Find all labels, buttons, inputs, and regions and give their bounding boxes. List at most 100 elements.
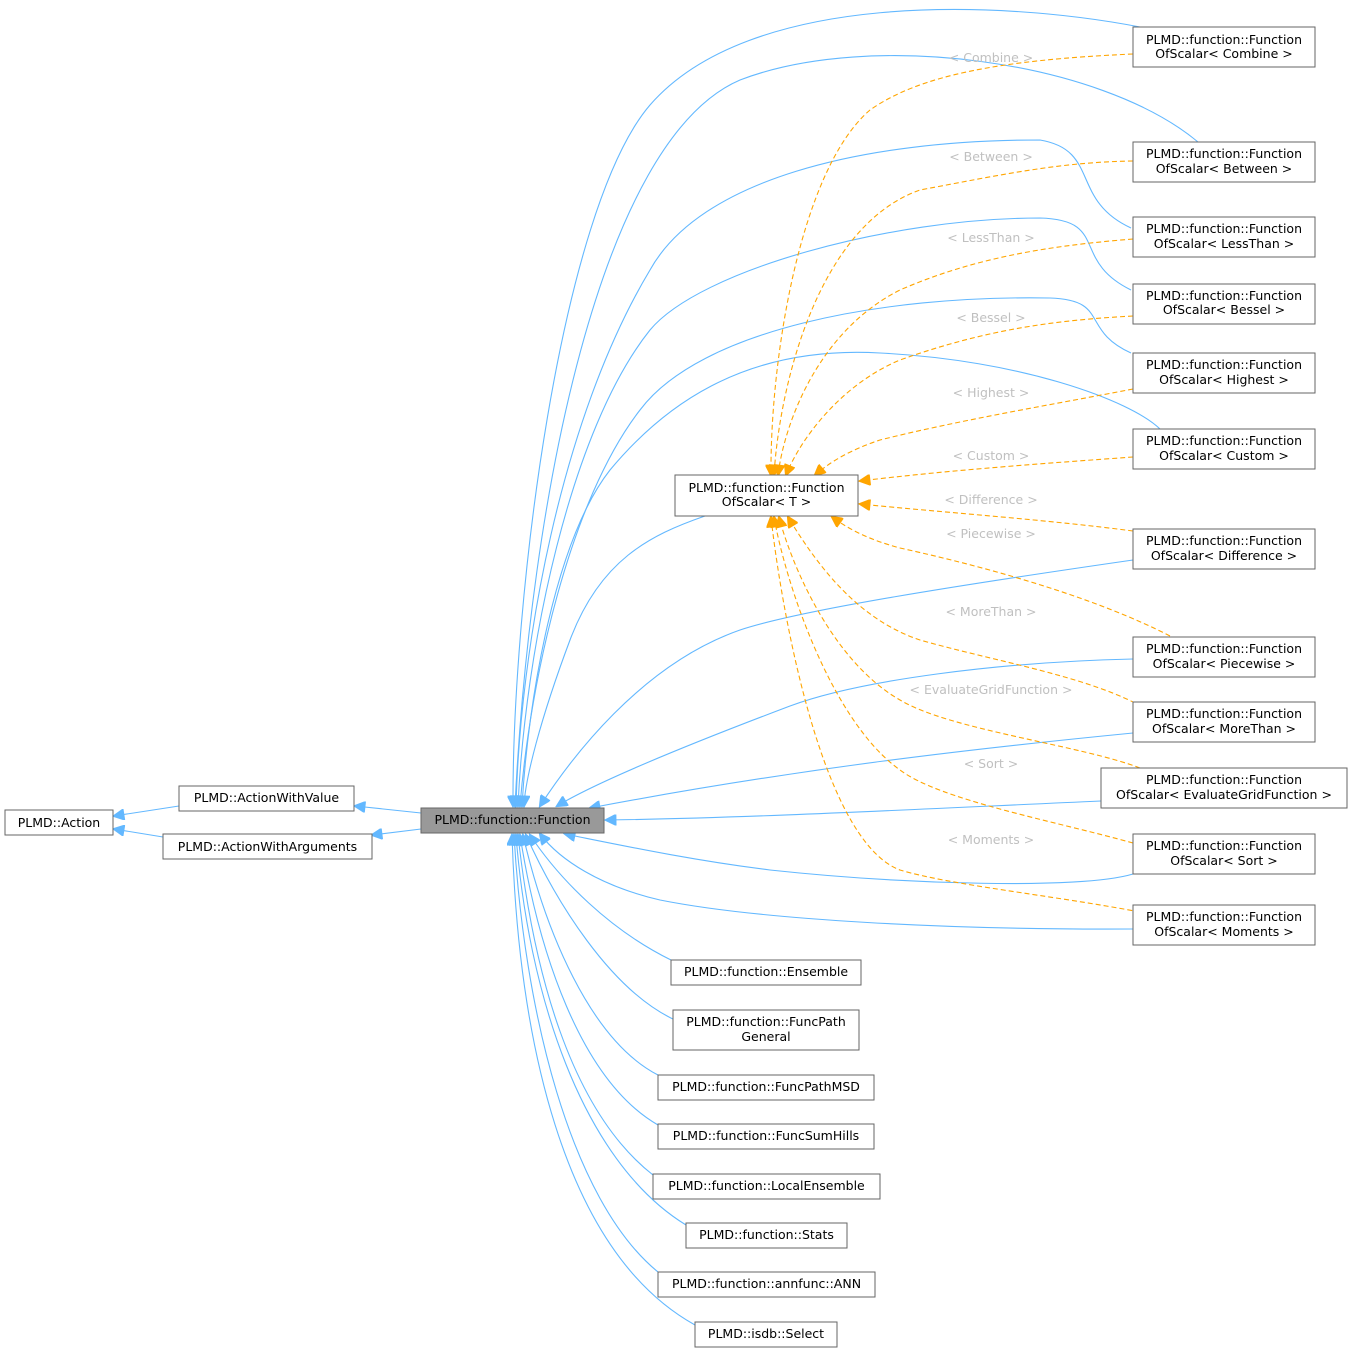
node-label-line1: PLMD::function::Function (1146, 772, 1302, 787)
node-label: PLMD::function::Function (435, 812, 591, 827)
template-edges (771, 53, 1171, 913)
node-label: PLMD::function::Ensemble (684, 964, 848, 979)
edge-highest-to-function (520, 297, 1132, 806)
edge-bessel-to-function (518, 217, 1132, 806)
edge-funcsumhills-to-function (520, 835, 659, 1126)
node-fos-lessthan[interactable]: PLMD::function::Function OfScalar< LessT… (1132, 216, 1316, 258)
node-funcsumhills[interactable]: PLMD::function::FuncSumHills (657, 1123, 875, 1150)
tpl-edge-between (774, 160, 1134, 475)
edge-funcpathgeneral-to-function (526, 835, 676, 1021)
node-label-line2: OfScalar< Bessel > (1163, 302, 1285, 317)
edge-piecewise-to-function (557, 658, 1134, 806)
node-label-line2: OfScalar< Sort > (1170, 853, 1278, 868)
node-isdb-select[interactable]: PLMD::isdb::Select (694, 1321, 838, 1348)
node-label: PLMD::function::LocalEnsemble (668, 1178, 865, 1193)
edge-evalgrid-to-function (606, 800, 1102, 820)
node-label-line2: OfScalar< Combine > (1155, 46, 1292, 61)
node-label: PLMD::Action (18, 815, 100, 830)
node-label-line1: PLMD::function::Function (1146, 32, 1302, 47)
node-label-line1: PLMD::function::Function (1146, 288, 1302, 303)
node-label: PLMD::function::FuncSumHills (673, 1128, 859, 1143)
node-annfunc-ann[interactable]: PLMD::function::annfunc::ANN (657, 1271, 876, 1298)
node-label-line2: OfScalar< EvaluateGridFunction > (1116, 787, 1332, 802)
tpl-label-combine: < Combine > (949, 50, 1033, 65)
tpl-edge-difference (860, 504, 1134, 532)
node-fos-bessel[interactable]: PLMD::function::Function OfScalar< Besse… (1132, 283, 1316, 325)
edge-custom-to-function (522, 351, 1161, 806)
edge-between-to-function (515, 55, 1199, 806)
node-fos-difference[interactable]: PLMD::function::Function OfScalar< Diffe… (1132, 528, 1316, 570)
inheritance-edges (114, 8, 1199, 1326)
node-label-line1: PLMD::function::Function (1146, 641, 1302, 656)
tpl-label-difference: < Difference > (944, 492, 1037, 507)
node-label: PLMD::function::FuncPathMSD (672, 1079, 860, 1094)
node-action-with-value[interactable]: PLMD::ActionWithValue (178, 785, 355, 812)
tpl-label-bessel: < Bessel > (956, 310, 1025, 325)
nodes: PLMD::Action PLMD::ActionWithValue PLMD:… (4, 26, 1348, 1348)
tpl-edge-evalgrid (779, 517, 1141, 769)
node-label: PLMD::isdb::Select (708, 1326, 824, 1341)
edge-awa-to-action (114, 829, 164, 838)
node-fos-combine[interactable]: PLMD::function::Function OfScalar< Combi… (1132, 26, 1316, 68)
node-label-line1: PLMD::function::Function (1146, 433, 1302, 448)
node-funcpath-msd[interactable]: PLMD::function::FuncPathMSD (657, 1074, 875, 1101)
node-label: PLMD::function::Stats (699, 1227, 834, 1242)
edge-function-to-awv (355, 806, 422, 814)
node-label-line1: PLMD::function::Function (1146, 221, 1302, 236)
node-action-with-arguments[interactable]: PLMD::ActionWithArguments (162, 833, 373, 860)
node-label: PLMD::ActionWithArguments (178, 839, 357, 854)
tpl-edge-morethan (788, 517, 1136, 704)
node-fos-custom[interactable]: PLMD::function::Function OfScalar< Custo… (1132, 428, 1316, 470)
tpl-label-lessthan: < LessThan > (947, 230, 1035, 245)
tpl-label-custom: < Custom > (953, 448, 1030, 463)
edge-select-to-function (512, 835, 696, 1326)
node-fos-piecewise[interactable]: PLMD::function::Function OfScalar< Piece… (1132, 636, 1316, 678)
node-label-line2: OfScalar< Moments > (1154, 924, 1294, 939)
node-label-line2: OfScalar< MoreThan > (1152, 721, 1296, 736)
node-label: PLMD::function::annfunc::ANN (672, 1276, 861, 1291)
node-function-current[interactable]: PLMD::function::Function (420, 807, 605, 834)
edge-function-to-awa (372, 829, 422, 835)
edge-sort-to-function (565, 834, 1134, 885)
node-label: PLMD::ActionWithValue (194, 790, 340, 805)
node-fos-morethan[interactable]: PLMD::function::Function OfScalar< MoreT… (1132, 701, 1316, 743)
edge-awv-to-action (114, 805, 180, 816)
node-fos-moments[interactable]: PLMD::function::Function OfScalar< Momen… (1132, 904, 1316, 946)
node-label-line2: OfScalar< Difference > (1151, 548, 1297, 563)
node-label-line1: PLMD::function::Function (1146, 146, 1302, 161)
tpl-label-highest: < Highest > (953, 385, 1030, 400)
node-fos-sort[interactable]: PLMD::function::Function OfScalar< Sort … (1132, 833, 1316, 875)
template-edge-labels: < Combine > < Between > < LessThan > < B… (910, 50, 1073, 847)
node-label-line2: OfScalar< LessThan > (1154, 236, 1294, 251)
node-fos-evaluate-grid-function[interactable]: PLMD::function::Function OfScalar< Evalu… (1100, 767, 1348, 809)
node-label-line2: General (741, 1029, 790, 1044)
node-label-line1: PLMD::function::FuncPath (686, 1014, 846, 1029)
node-ensemble[interactable]: PLMD::function::Ensemble (670, 959, 862, 986)
tpl-label-sort: < Sort > (964, 756, 1019, 771)
edge-moments-to-function (540, 834, 1134, 930)
node-label-line1: PLMD::function::Function (689, 480, 845, 495)
tpl-edge-moments (771, 517, 1141, 913)
edge-fost-to-function (524, 515, 706, 806)
node-label-line2: OfScalar< T > (722, 494, 812, 509)
tpl-label-between: < Between > (949, 149, 1033, 164)
node-label-line1: PLMD::function::Function (1146, 533, 1302, 548)
node-local-ensemble[interactable]: PLMD::function::LocalEnsemble (652, 1173, 881, 1200)
node-plmd-action[interactable]: PLMD::Action (4, 809, 114, 836)
tpl-edge-sort (774, 517, 1134, 844)
node-stats[interactable]: PLMD::function::Stats (685, 1222, 848, 1249)
node-label-line1: PLMD::function::Function (1146, 706, 1302, 721)
node-fos-highest[interactable]: PLMD::function::Function OfScalar< Highe… (1132, 352, 1316, 394)
node-funcpath-general[interactable]: PLMD::function::FuncPath General (672, 1009, 860, 1051)
tpl-edge-highest (815, 388, 1134, 475)
node-fos-between[interactable]: PLMD::function::Function OfScalar< Betwe… (1132, 141, 1316, 183)
node-function-of-scalar-t[interactable]: PLMD::function::Function OfScalar< T > (674, 474, 859, 517)
tpl-label-piecewise: < Piecewise > (946, 526, 1036, 541)
tpl-label-morethan: < MoreThan > (945, 604, 1036, 619)
tpl-label-evalgrid: < EvaluateGridFunction > (910, 682, 1073, 697)
node-label-line2: OfScalar< Between > (1156, 161, 1293, 176)
tpl-label-moments: < Moments > (948, 832, 1035, 847)
tpl-edge-combine (771, 53, 1134, 475)
tpl-edge-piecewise (832, 517, 1171, 637)
